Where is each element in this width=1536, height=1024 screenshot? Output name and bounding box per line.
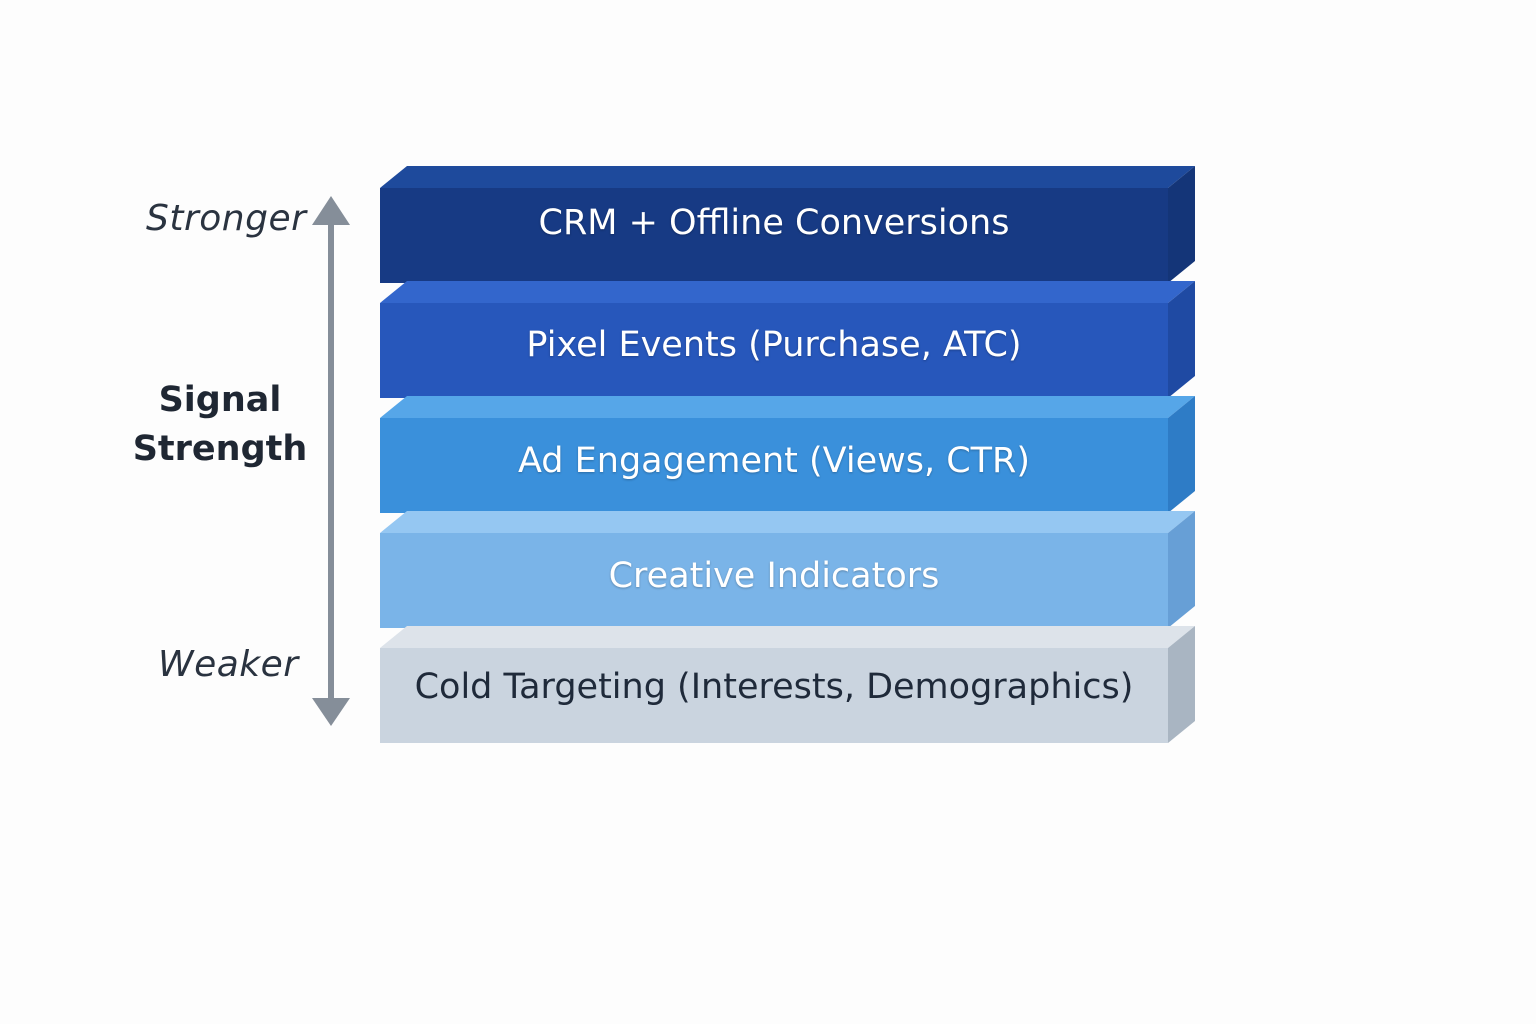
layer-front-face (380, 648, 1168, 743)
layer-label-crm: CRM + Offline Conversions (538, 203, 1010, 243)
axis-title-line-2: Strength (132, 429, 308, 469)
arrow-down-head (312, 698, 350, 726)
axis-title: Signal Strength (120, 376, 320, 474)
layer-crm (380, 166, 1195, 283)
layer-top-face (380, 626, 1195, 648)
axis-bottom-label: Weaker (158, 644, 299, 685)
layer-label-cold-targeting: Cold Targeting (Interests, Demographics) (414, 667, 1134, 707)
arrow-up-head (312, 196, 350, 225)
layer-ad-engagement (380, 396, 1195, 513)
layer-top-face (380, 166, 1195, 188)
layer-side-face (1168, 626, 1195, 743)
axis-title-line-1: Signal (158, 380, 282, 420)
layer-cold-targeting (380, 626, 1195, 743)
layer-label-pixel-events: Pixel Events (Purchase, ATC) (526, 325, 1022, 365)
axis-top-label: Stronger (146, 198, 307, 239)
layer-label-ad-engagement: Ad Engagement (Views, CTR) (517, 441, 1031, 481)
layer-stack (380, 166, 1195, 743)
layer-front-face (380, 188, 1168, 283)
layer-creative-indicators (380, 511, 1195, 628)
layer-side-face (1168, 511, 1195, 628)
layer-top-face (380, 281, 1195, 303)
layer-front-face (380, 418, 1168, 513)
layer-side-face (1168, 396, 1195, 513)
layer-front-face (380, 533, 1168, 628)
arrow-shaft (328, 218, 334, 704)
layer-label-creative-indicators: Creative Indicators (608, 556, 940, 596)
layer-top-face (380, 396, 1195, 418)
layer-front-face (380, 303, 1168, 398)
layer-top-face (380, 511, 1195, 533)
layer-pixel-events (380, 281, 1195, 398)
layer-side-face (1168, 281, 1195, 398)
double-arrow-icon (312, 196, 350, 726)
layer-side-face (1168, 166, 1195, 283)
